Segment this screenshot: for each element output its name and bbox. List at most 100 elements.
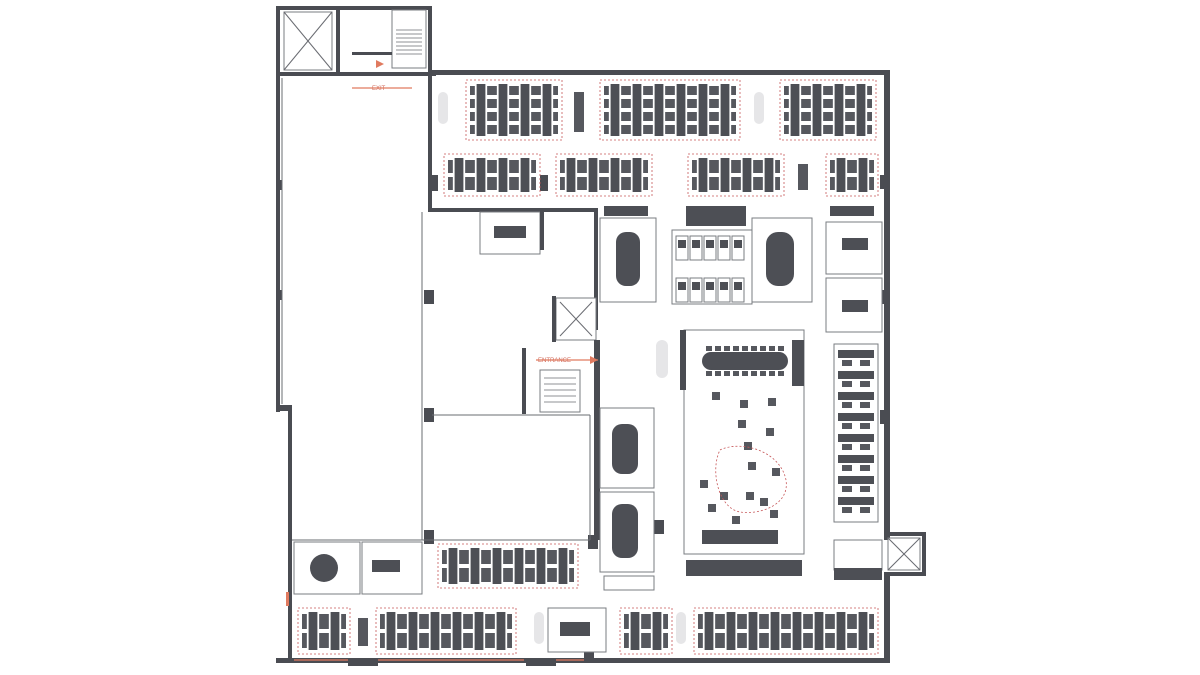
table-chair (778, 371, 784, 376)
workstation-chair (465, 177, 470, 190)
booth-seat (706, 240, 714, 248)
workstation-desk (770, 612, 780, 650)
workstation-chair (641, 614, 646, 629)
workstation-chair (736, 177, 741, 190)
workstation-chair (687, 125, 692, 134)
workstation-chair (547, 550, 552, 564)
workstation-desk (834, 84, 844, 136)
stacked-chair (842, 381, 852, 387)
workstation-chair (828, 99, 833, 108)
workstation-desk (454, 158, 464, 192)
workstation-chair (759, 633, 764, 648)
workstation-chair (481, 550, 486, 564)
workstation-chair (714, 112, 719, 121)
workstation-desk (814, 612, 824, 650)
stacked-chair (842, 423, 852, 429)
workstation-chair (867, 99, 872, 108)
lounge-chair (766, 428, 774, 436)
workstation-chair (670, 99, 675, 108)
workstation-desk (448, 548, 458, 584)
table-chair (724, 346, 730, 351)
workstation-chair (823, 112, 828, 121)
workstation-desk (492, 548, 502, 584)
workstation-chair (731, 86, 736, 95)
workstation-chair (552, 568, 557, 582)
workstation-chair (553, 112, 558, 121)
workstation-chair (806, 99, 811, 108)
workstation-chair (509, 177, 514, 190)
workstation-chair (742, 614, 747, 629)
lounge-chair (708, 504, 716, 512)
workstation-chair (514, 160, 519, 173)
workstation-chair (808, 633, 813, 648)
workstation-chair (560, 160, 565, 173)
table-chair (760, 346, 766, 351)
booth-seat (720, 240, 728, 248)
stacked-desk (838, 497, 874, 505)
workstation-chair (486, 568, 491, 582)
workstation-chair (830, 614, 835, 629)
workstation-chair (604, 112, 609, 121)
central-core: ENTRANCE (522, 210, 600, 540)
workstation-chair (867, 112, 872, 121)
workstation-desk (704, 612, 714, 650)
workstation-chair (852, 160, 857, 173)
stacked-chair (860, 444, 870, 450)
workstation-chair (487, 125, 492, 134)
booth-seat (734, 240, 742, 248)
workstation-desk (610, 158, 620, 192)
workstation-desk (476, 84, 486, 136)
workstation-chair (806, 125, 811, 134)
workstation-chair (648, 99, 653, 108)
workstation-chair (847, 633, 852, 648)
workstation-desk (698, 158, 708, 192)
workstation-desk (748, 612, 758, 650)
workstation-chair (709, 112, 714, 121)
workstation-chair (869, 614, 874, 629)
workstation-chair (764, 614, 769, 629)
open-area-west (281, 78, 591, 541)
workstation-chair (758, 160, 763, 173)
workstation-desk (386, 612, 396, 650)
workstation-chair (823, 125, 828, 134)
workstation-chair (808, 614, 813, 629)
workstation-chair (492, 125, 497, 134)
bottom-meeting-room (547, 607, 607, 653)
workstation-chair (626, 112, 631, 121)
workstation-desk (514, 548, 524, 584)
workstation-chair (781, 614, 786, 629)
stacked-chair (860, 360, 870, 366)
workstation-chair (643, 86, 648, 95)
desk-cluster (437, 543, 579, 589)
lounge-chair (712, 392, 720, 400)
workstation-chair (692, 177, 697, 190)
workstation-chair (845, 99, 850, 108)
workstation-desk (632, 84, 642, 136)
workstation-chair (514, 86, 519, 95)
workstation-chair (486, 550, 491, 564)
workstation-chair (801, 86, 806, 95)
booth-seat (692, 240, 700, 248)
workstation-desk (520, 84, 530, 136)
workstation-chair (709, 177, 714, 190)
stacked-chair (860, 465, 870, 471)
lounge-chair (700, 480, 708, 488)
table-chair (706, 371, 712, 376)
workstation-chair (847, 160, 852, 173)
lounge-chair (772, 468, 780, 476)
workstation-chair (553, 99, 558, 108)
table-chair (751, 346, 757, 351)
workstation-chair (560, 177, 565, 190)
workstation-chair (643, 125, 648, 134)
workstation-chair (530, 568, 535, 582)
workstation-chair (687, 86, 692, 95)
workstation-chair (850, 125, 855, 134)
table-chair (769, 346, 775, 351)
cluster-boundary (619, 607, 673, 655)
workstation-chair (441, 614, 446, 629)
workstation-chair (448, 177, 453, 190)
workstation-chair (648, 86, 653, 95)
workstation-desk (520, 158, 530, 192)
workstation-desk (676, 84, 686, 136)
workstation-desk (452, 612, 462, 650)
